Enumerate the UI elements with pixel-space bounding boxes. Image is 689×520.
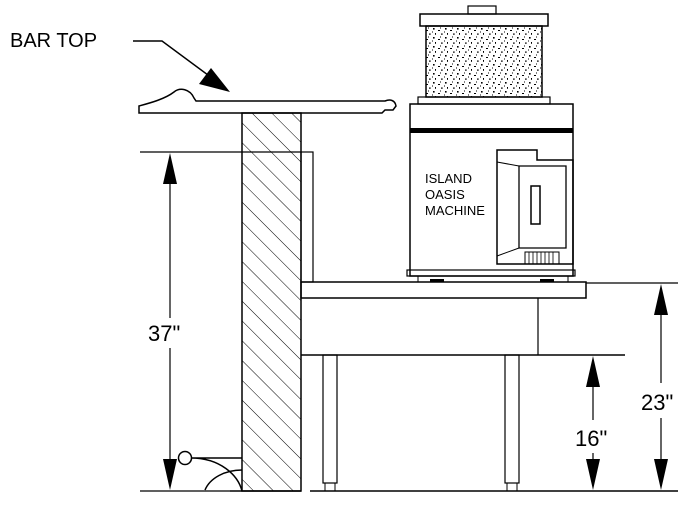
island-oasis-machine: [406, 5, 576, 283]
table-leg-left: [322, 354, 338, 484]
dimension-16: [586, 356, 600, 490]
bar-top-slab: [138, 88, 397, 114]
dimension-23-label: 23": [641, 390, 673, 415]
dimension-37-label: 37": [148, 321, 180, 346]
bar-top-leader-arrowhead: [199, 68, 230, 92]
bar-wall-hatched: [241, 112, 302, 492]
ice-hopper: [425, 25, 543, 98]
bar-top-label: BAR TOP: [10, 30, 97, 52]
table-leg-right: [504, 354, 520, 484]
foot-rail-bracket: [190, 457, 243, 492]
bar-top-leader-line: [133, 40, 213, 79]
dimension-16-label: 16": [575, 426, 607, 451]
machine-label-line2: OASIS: [425, 187, 465, 202]
foot-rail-knob: [177, 450, 193, 466]
table-foot-right: [506, 482, 518, 492]
table-foot-left: [324, 482, 336, 492]
counter-back-support: [300, 151, 314, 283]
counter-top: [300, 281, 587, 299]
machine-label-line3: MACHINE: [425, 203, 485, 218]
dimension-23: [586, 282, 678, 490]
machine-label-line1: ISLAND: [425, 171, 472, 186]
dimension-37: [140, 151, 301, 492]
